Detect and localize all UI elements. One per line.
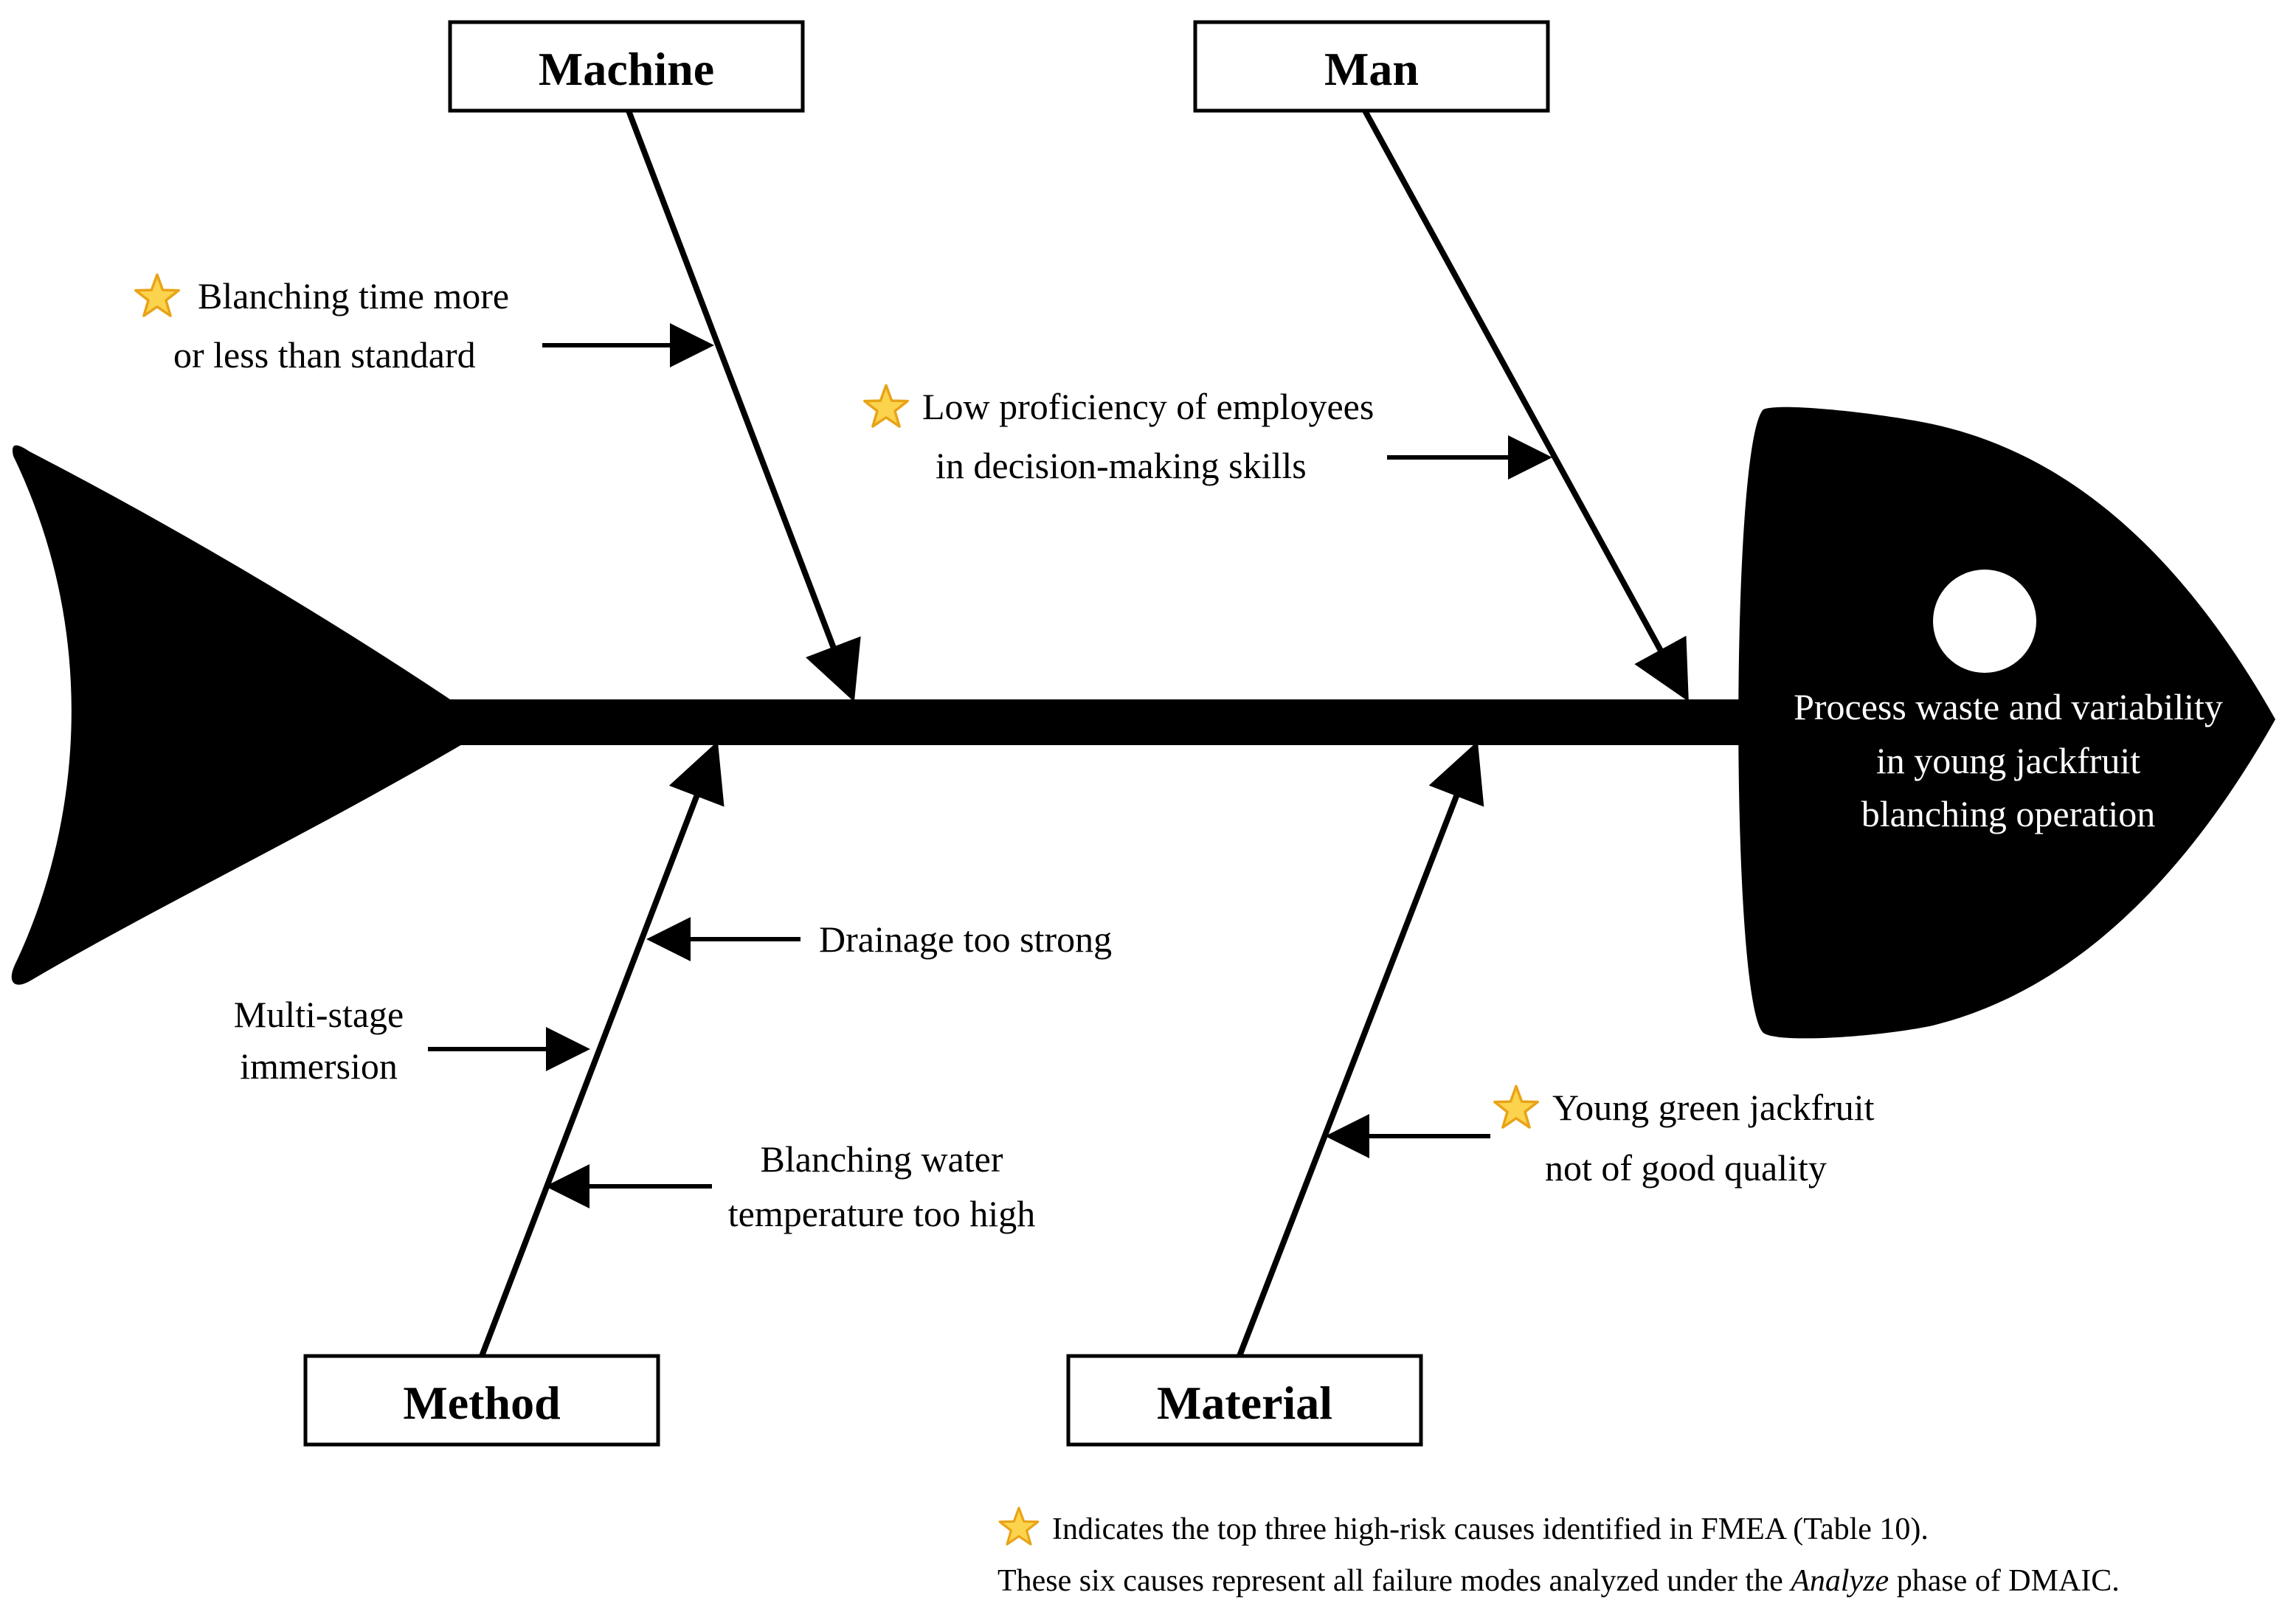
cause-blanching-time-line-1: Blanching time more [198,275,509,316]
category-label-material: Material [1157,1377,1332,1429]
category-label-machine: Machine [539,43,714,95]
legend-line-2-post: phase of DMAIC. [1889,1564,2120,1598]
category-box-man [1193,20,1550,113]
category-label-method: Method [403,1377,560,1429]
category-box-machine [448,20,805,113]
cause-multi-stage-line-2: immersion [240,1045,398,1087]
bone-man [1362,109,1689,702]
cause-young-green-line-2: not of good quality [1545,1147,1827,1189]
fish-head [1738,407,2275,1039]
fish-spine [443,699,1771,745]
bone-machine [626,109,861,702]
effect-line-3: blanching operation [1861,793,2156,834]
fish-eye [1933,570,2036,673]
star-icon [998,1507,1040,1546]
bone-method [479,741,725,1357]
legend-line-1: Indicates the top three high-risk causes… [1052,1512,1929,1546]
cause-low-proficiency-line-2: in decision-making skills [936,445,1307,486]
effect-line-2: in young jackfruit [1876,740,2140,781]
cause-water-temp-line-2: temperature too high [728,1193,1036,1234]
cause-multi-stage-line-1: Multi-stage [234,994,404,1035]
cause-low-proficiency-line-1: Low proficiency of employees [922,386,1374,427]
cause-young-green-line-1: Young green jackfruit [1552,1087,1875,1128]
star-icon [1493,1085,1539,1129]
effect-line-1: Process waste and variability [1794,686,2223,727]
star-icon [863,384,909,428]
category-box-material [1066,1354,1423,1447]
legend-line-2-pre: These six causes represent all failure m… [997,1564,1791,1598]
legend-line-2-em: Analyze [1788,1564,1889,1598]
category-box-method [303,1354,660,1447]
fish-tail [11,445,464,985]
cause-water-temp-line-1: Blanching water [760,1138,1003,1180]
legend-line-2: These six causes represent all failure m… [997,1564,2120,1598]
bone-material [1237,741,1484,1357]
cause-drainage-line-1: Drainage too strong [819,919,1112,960]
cause-blanching-time-line-2: or less than standard [173,334,476,376]
category-label-man: Man [1324,43,1419,95]
star-icon [134,273,180,317]
